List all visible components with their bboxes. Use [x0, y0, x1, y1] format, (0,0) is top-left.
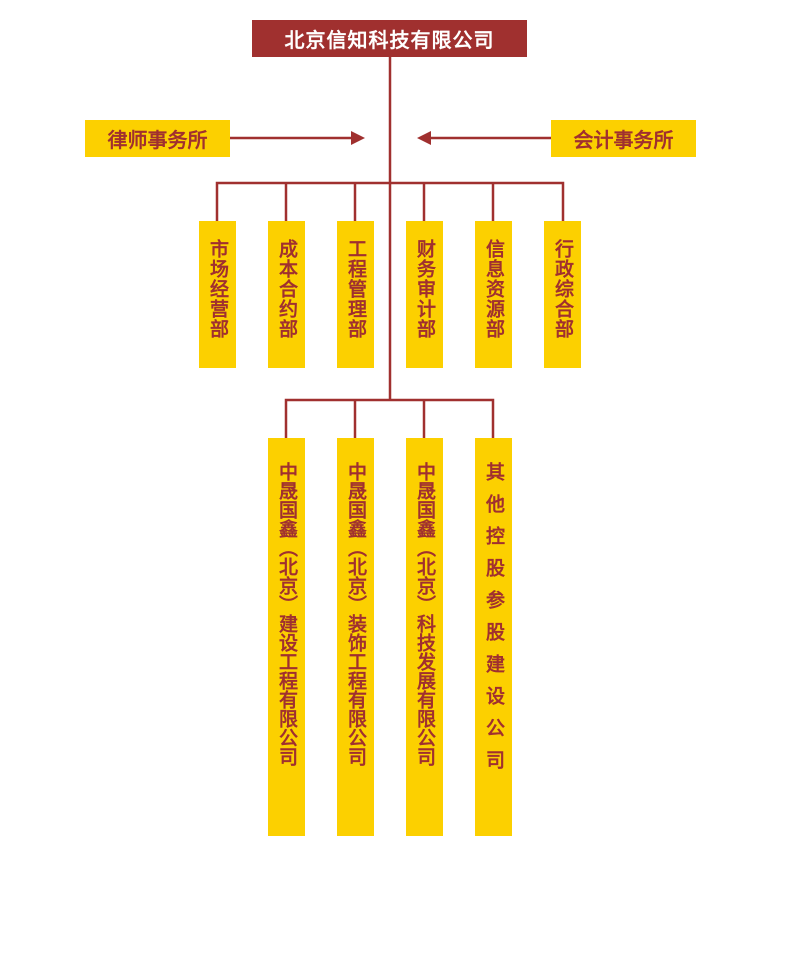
department-box: 工程管理部	[337, 221, 374, 368]
accounting-firm-box: 会计事务所	[551, 120, 696, 157]
root-label: 北京信知科技有限公司	[284, 28, 495, 52]
subsidiary-box: 中晟国鑫（北京）建设工程有限公司	[268, 438, 305, 836]
department-label: 信息资源部	[483, 239, 505, 339]
subsidiary-label: 其他控股参股建设公司	[483, 462, 505, 782]
department-box: 成本合约部	[268, 221, 305, 368]
department-box: 行政综合部	[544, 221, 581, 368]
subsidiary-bus	[284, 398, 495, 438]
subsidiary-label: 中晟国鑫（北京）装饰工程有限公司	[345, 462, 367, 766]
advisor-label: 律师事务所	[107, 128, 208, 152]
law-firm-box: 律师事务所	[85, 120, 230, 157]
department-box: 财务审计部	[406, 221, 443, 368]
subsidiary-box: 中晟国鑫（北京）科技发展有限公司	[406, 438, 443, 836]
arrow-left-icon	[417, 131, 431, 145]
department-box: 信息资源部	[475, 221, 512, 368]
subsidiary-box: 其他控股参股建设公司	[475, 438, 512, 836]
department-label: 市场经营部	[207, 239, 229, 339]
department-label: 成本合约部	[276, 239, 298, 339]
department-bus	[215, 181, 565, 221]
subsidiary-label: 中晟国鑫（北京）科技发展有限公司	[414, 462, 436, 766]
department-box: 市场经营部	[199, 221, 236, 368]
subsidiary-label: 中晟国鑫（北京）建设工程有限公司	[276, 462, 298, 766]
advisor-label: 会计事务所	[573, 128, 674, 152]
department-label: 行政综合部	[552, 239, 574, 339]
department-label: 财务审计部	[414, 239, 436, 339]
root-company-box: 北京信知科技有限公司	[252, 20, 527, 57]
department-label: 工程管理部	[345, 239, 367, 339]
arrow-right-icon	[351, 131, 365, 145]
subsidiary-box: 中晟国鑫（北京）装饰工程有限公司	[337, 438, 374, 836]
